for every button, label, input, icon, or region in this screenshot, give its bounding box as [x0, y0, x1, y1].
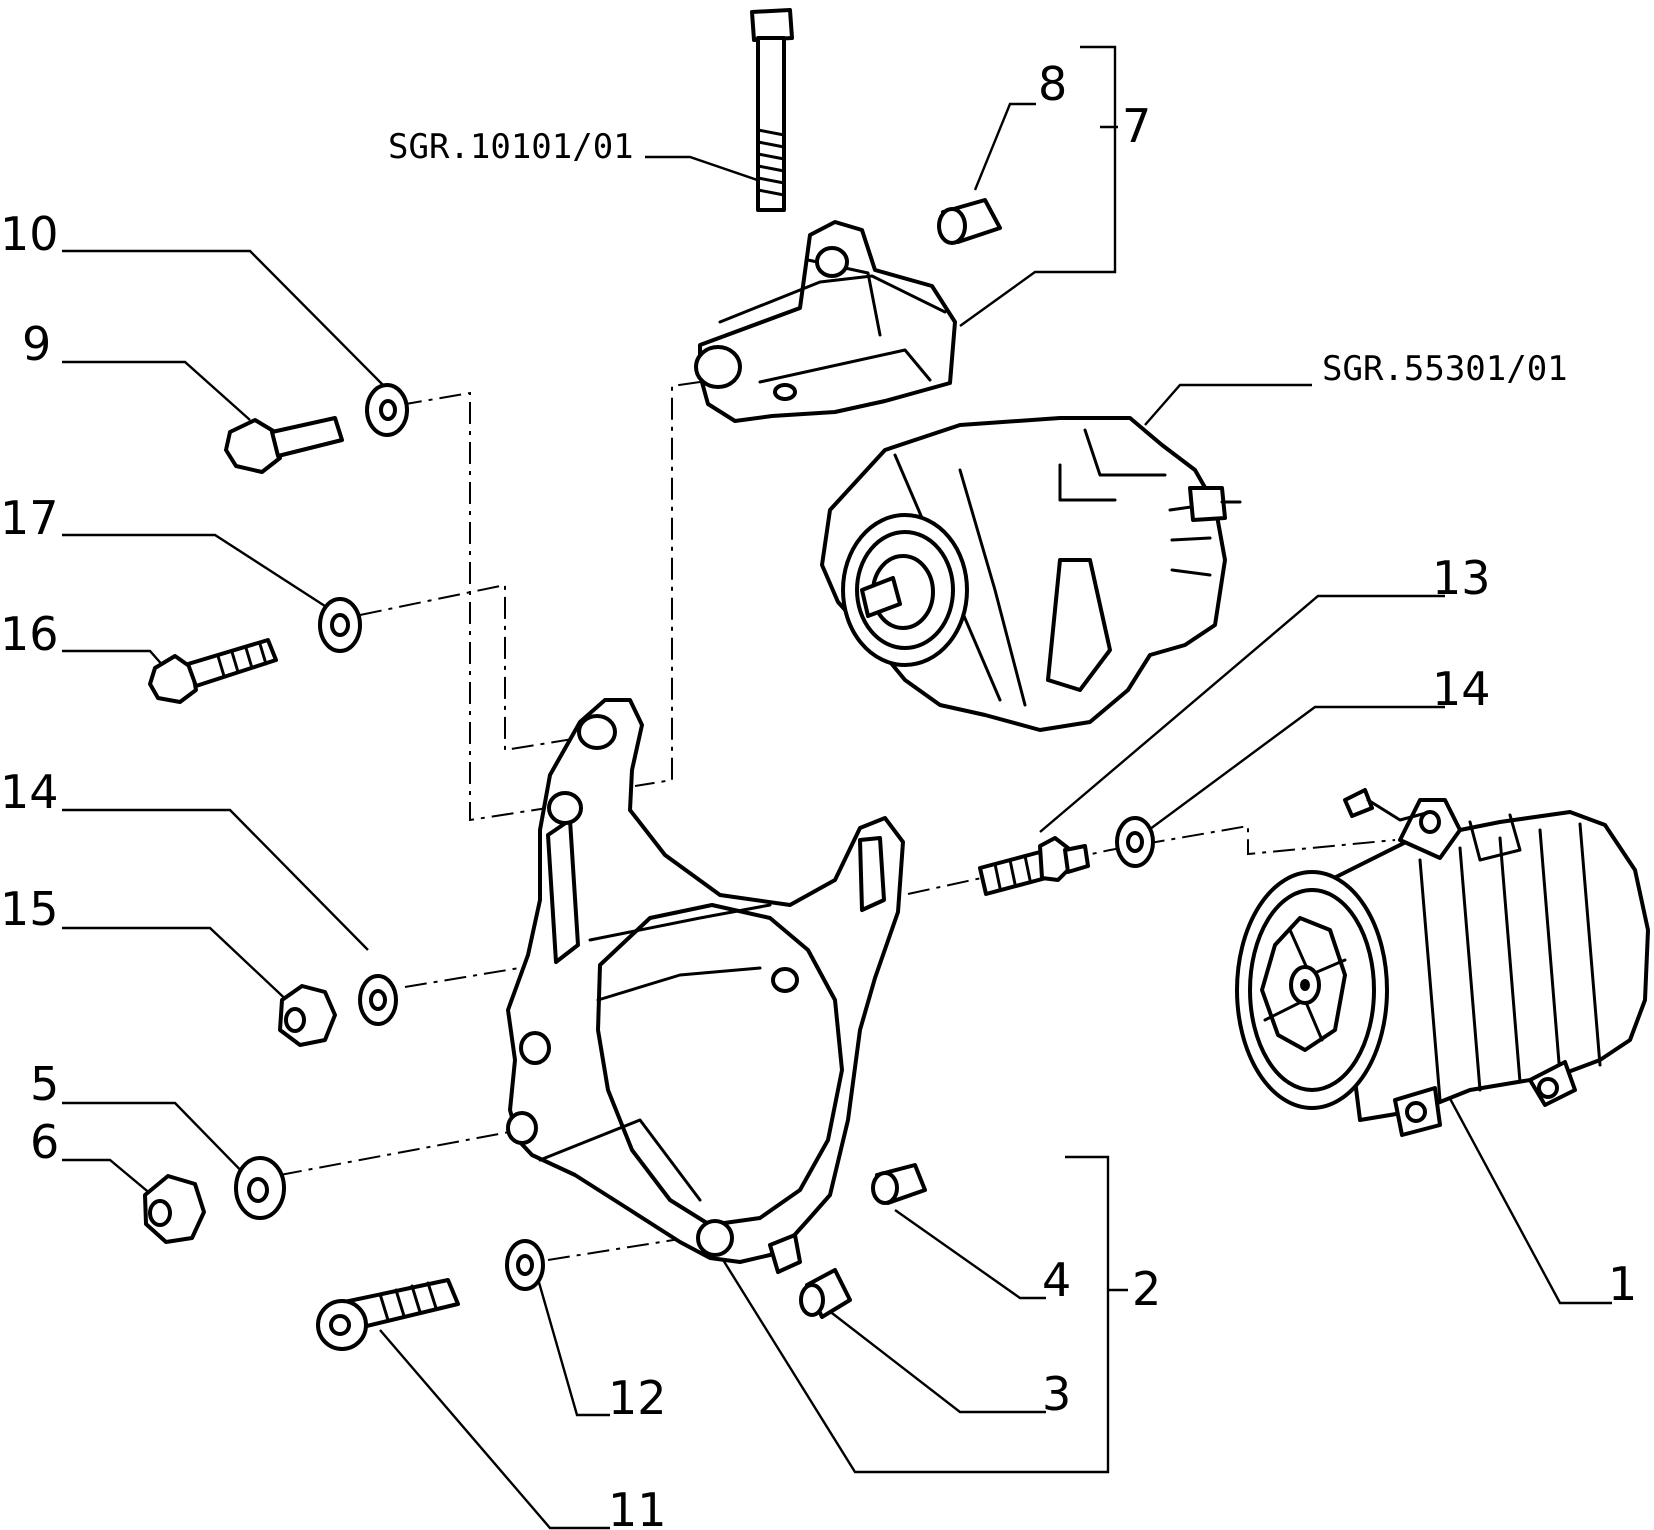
alternator: [820, 416, 1242, 732]
callout-17: 17: [0, 491, 59, 545]
leader-lines: [62, 45, 1612, 1530]
callout-9: 9: [22, 317, 51, 371]
bushing-8: [937, 198, 1002, 245]
nut-15: [278, 984, 337, 1047]
callout-8: 8: [1038, 57, 1067, 111]
callout-2: 2: [1132, 1262, 1161, 1316]
callout-10: 10: [0, 207, 59, 261]
callout-5: 5: [30, 1057, 59, 1111]
washer-14-right: [1115, 816, 1155, 868]
washer-12: [505, 1239, 545, 1291]
ac-compressor: [1235, 788, 1650, 1137]
bolt-9: [224, 416, 344, 474]
dowel-3: [799, 1268, 852, 1319]
main-bracket: [506, 698, 905, 1274]
long-bolt: [750, 8, 794, 212]
callout-labels: 10 9 17 16 14 15 5 6 8 7 13 14 1 4 2 3 1…: [0, 57, 1637, 1530]
bolt-16: [148, 638, 278, 704]
dowel-4: [871, 1163, 927, 1205]
callout-11: 11: [608, 1483, 667, 1530]
socket-bolt-11: [316, 1278, 460, 1351]
stud-13: [978, 836, 1090, 896]
callout-1: 1: [1608, 1257, 1637, 1311]
washer-10: [365, 383, 409, 437]
callout-14-right: 14: [1432, 662, 1491, 716]
callout-14-left: 14: [0, 765, 59, 819]
callout-13: 13: [1432, 551, 1491, 605]
alternator-reference: SGR.55301/01: [1322, 349, 1568, 389]
callout-4: 4: [1042, 1253, 1071, 1307]
callout-6: 6: [30, 1115, 59, 1169]
callout-15: 15: [0, 882, 59, 936]
bolt-reference: SGR.10101/01: [388, 127, 634, 167]
washer-17: [318, 597, 362, 653]
washer-5: [234, 1156, 286, 1220]
upper-bracket: [694, 220, 957, 423]
callout-12: 12: [608, 1371, 667, 1425]
washer-14-left: [358, 974, 398, 1026]
callout-7: 7: [1122, 99, 1151, 153]
callout-16: 16: [0, 607, 59, 661]
callout-3: 3: [1042, 1367, 1071, 1421]
nut-6: [143, 1174, 206, 1244]
reference-codes: SGR.10101/01 SGR.55301/01: [388, 127, 1568, 389]
